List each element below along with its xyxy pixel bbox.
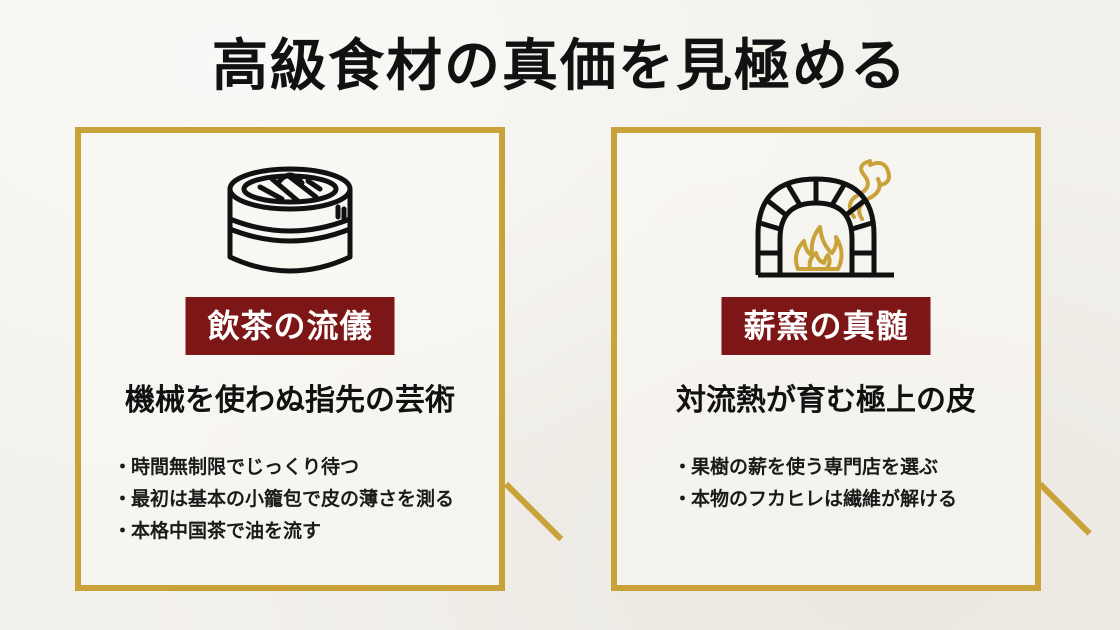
list-item: ・本物のフカヒレは繊維が解ける <box>673 483 957 515</box>
icon-container <box>617 157 1035 287</box>
bullet-marker: ・ <box>113 520 133 542</box>
bullet-marker: ・ <box>673 456 693 478</box>
badge-label: 薪窯の真髄 <box>721 297 931 355</box>
list-item: ・時間無制限でじっくり待つ <box>113 451 454 483</box>
list-item-text: 時間無制限でじっくり待つ <box>131 456 360 478</box>
icon-container <box>81 157 499 287</box>
list-item-text: 本格中国茶で油を流す <box>131 520 322 542</box>
bullet-list: ・時間無制限でじっくり待つ ・最初は基本の小籠包で皮の薄さを測る ・本格中国茶で… <box>113 451 454 547</box>
steamer-basket-icon <box>227 166 353 274</box>
card-wood-oven: 薪窯の真髄 対流熱が育む極上の皮 ・果樹の薪を使う専門店を選ぶ ・本物のフカヒレ… <box>611 127 1041 591</box>
bullet-marker: ・ <box>113 488 133 510</box>
list-item-text: 本物のフカヒレは繊維が解ける <box>691 488 958 510</box>
list-item: ・本格中国茶で油を流す <box>113 515 454 547</box>
list-item: ・果樹の薪を使う専門店を選ぶ <box>673 451 957 483</box>
card-subtitle: 対流熱が育む極上の皮 <box>676 383 976 418</box>
card-subtitle: 機械を使わぬ指先の芸術 <box>125 383 455 418</box>
wood-fired-oven-icon <box>755 159 894 278</box>
bullet-marker: ・ <box>673 488 693 510</box>
card-dimsum: 飲茶の流儀 機械を使わぬ指先の芸術 ・時間無制限でじっくり待つ ・最初は基本の小… <box>75 127 505 591</box>
badge-label: 飲茶の流儀 <box>185 297 395 355</box>
list-item-text: 最初は基本の小籠包で皮の薄さを測る <box>131 488 455 510</box>
list-item: ・最初は基本の小籠包で皮の薄さを測る <box>113 483 454 515</box>
bullet-list: ・果樹の薪を使う専門店を選ぶ ・本物のフカヒレは繊維が解ける <box>673 451 957 515</box>
bullet-marker: ・ <box>113 456 133 478</box>
list-item-text: 果樹の薪を使う専門店を選ぶ <box>691 456 939 478</box>
page-title: 高級食材の真価を見極める <box>212 33 908 99</box>
